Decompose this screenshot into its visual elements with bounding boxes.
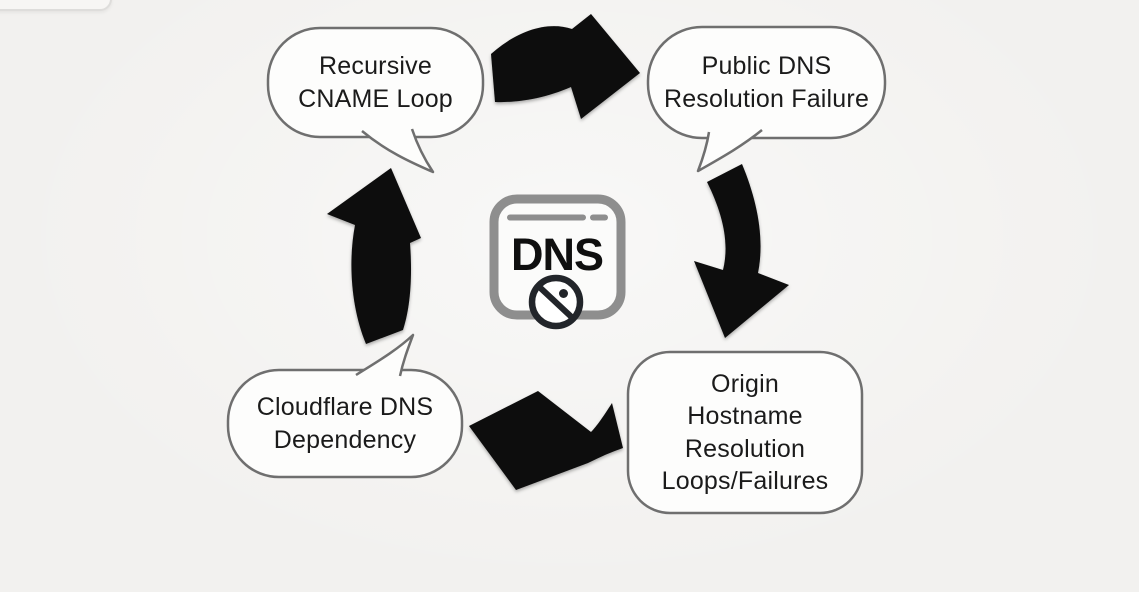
bubble-tail [355, 333, 415, 377]
label-line: Public DNS [701, 52, 832, 80]
prohibition-dot-icon [559, 289, 568, 298]
label-line: Dependency [273, 425, 417, 454]
label-line: Recursive [319, 52, 432, 80]
bubble-shape [226, 368, 464, 479]
label-line: CNAME Loop [298, 84, 453, 113]
bubble-label-recursive-cname-loop: Recursive CNAME Loop [268, 28, 483, 137]
dns-blocked-icon [489, 194, 626, 330]
bubble-label-public-dns-resolution-failure: Public DNS Resolution Failure [648, 27, 885, 138]
bubble-shape [626, 350, 864, 515]
bubble-tail [361, 128, 435, 174]
bubble-public-dns-resolution-failure [646, 25, 887, 173]
label-line: Resolution Failure [663, 84, 870, 113]
arrow-bottom-left-icon [469, 391, 623, 490]
bubble-tail [696, 129, 763, 173]
bubble-cloudflare-dns-dependency [226, 333, 464, 479]
label-line: Origin [711, 369, 779, 398]
bubble-label-cloudflare-dns-dependency: Cloudflare DNS Dependency [228, 370, 462, 477]
bubble-shape [646, 25, 887, 140]
arrow-right-down-icon [694, 164, 789, 338]
dns-icon-label: DNS [510, 229, 604, 280]
arrow-top-right-icon [491, 14, 640, 119]
label-line: Hostname [687, 402, 803, 430]
bubble-origin-hostname-resolution [626, 350, 864, 515]
label-line: Cloudflare DNS [256, 393, 434, 421]
arrow-left-up-icon [327, 168, 421, 344]
label-line: Resolution [684, 434, 806, 463]
bubble-recursive-cname-loop [266, 26, 485, 174]
bubble-label-origin-hostname-resolution: Origin Hostname Resolution Loops/Failure… [628, 352, 862, 513]
prohibition-slash-icon [538, 285, 574, 320]
label-line: Loops/Failures [661, 467, 829, 495]
